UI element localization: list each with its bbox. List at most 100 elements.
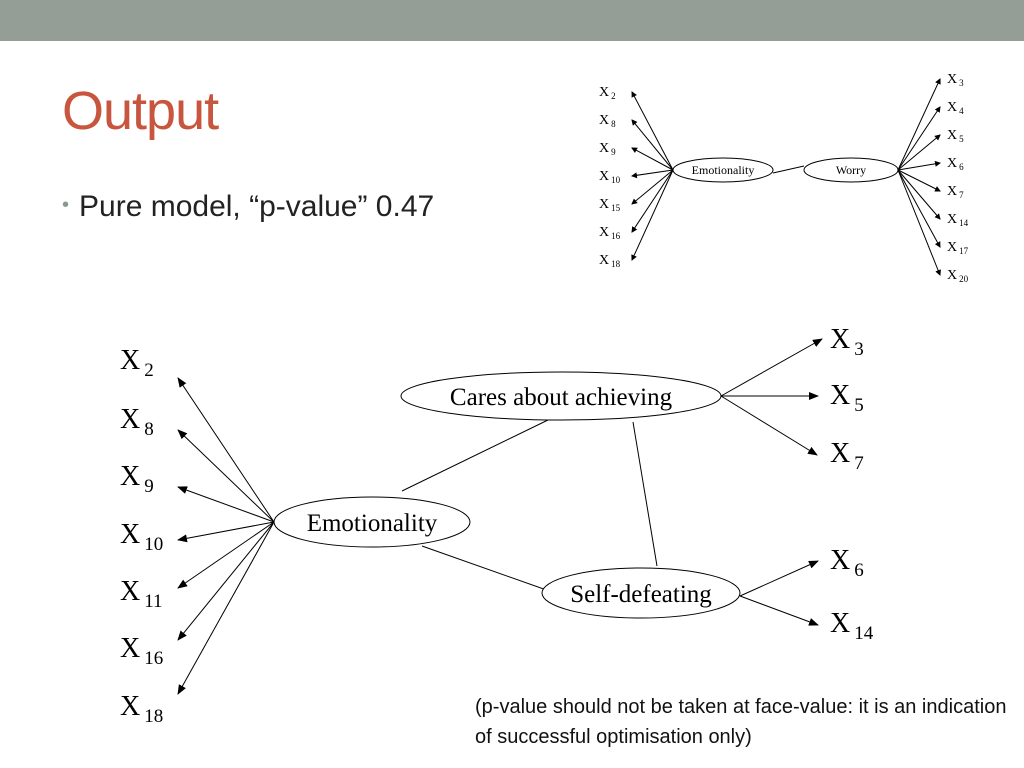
indicator-name: X (120, 691, 140, 722)
latent-label-self: Self-defeating (570, 581, 712, 608)
indicator-name: X (947, 100, 957, 115)
header-band (0, 0, 1024, 41)
indicator-subscript: 5 (854, 395, 864, 416)
bullet-text: Pure model, “p-value” 0.47 (79, 190, 435, 223)
loading-arrow-emo-x18 (177, 521, 275, 695)
indicator-name: X (947, 128, 957, 143)
loading-arrow-emo-x8 (177, 429, 275, 523)
indicator-name: X (120, 519, 140, 550)
loading-arrow-emo-x2 (631, 91, 674, 171)
indicator-subscript: 10 (611, 175, 621, 185)
indicator-name: X (599, 197, 609, 212)
indicator-name: X (599, 113, 609, 128)
indicator-name: X (947, 268, 957, 283)
loading-arrow-worry-x17 (897, 169, 941, 248)
indicator-name: X (599, 253, 609, 268)
loading-arrow-emo-x11 (177, 521, 275, 589)
loading-arrow-cares-x7 (720, 395, 818, 456)
loading-arrow-worry-x7 (897, 169, 941, 192)
bullet-dot-icon: • (62, 194, 70, 216)
indicator-name: X (120, 576, 140, 607)
indicator-subscript: 4 (959, 106, 964, 116)
loading-arrow-worry-x14 (897, 169, 941, 220)
indicator-subscript: 14 (854, 623, 874, 644)
indicator-name: X (947, 156, 957, 171)
latent-label-cares: Cares about achieving (450, 384, 673, 411)
indicator-name: X (120, 633, 140, 664)
indicator-subscript: 6 (854, 560, 864, 581)
loading-arrow-worry-x3 (897, 78, 941, 171)
indicator-subscript: 7 (854, 453, 864, 474)
indicator-subscript: 8 (144, 419, 154, 440)
indicator-name: X (120, 345, 140, 376)
indicator-subscript: 6 (959, 162, 964, 172)
indicator-subscript: 18 (611, 259, 621, 269)
indicator-name: X (947, 72, 957, 87)
latent-label-worry: Worry (836, 163, 866, 177)
loading-arrow-emo-x9 (631, 147, 674, 171)
latent-label-emo: Emotionality (307, 510, 438, 537)
indicator-subscript: 14 (959, 218, 969, 228)
indicator-subscript: 10 (144, 534, 163, 555)
loading-arrow-emo-x16 (631, 169, 674, 233)
indicator-subscript: 16 (611, 231, 621, 241)
indicator-subscript: 9 (611, 147, 616, 157)
latent-edge-emo-self (421, 545, 556, 594)
indicator-name: X (599, 169, 609, 184)
indicator-name: X (947, 240, 957, 255)
indicator-subscript: 5 (959, 134, 964, 144)
footnote: (p-value should not be taken at face-val… (475, 696, 1007, 748)
latent-node-worry (803, 157, 899, 183)
indicator-name: X (830, 608, 850, 639)
indicator-name: X (830, 324, 850, 355)
indicator-subscript: 7 (959, 190, 964, 200)
indicator-subscript: 3 (959, 78, 964, 88)
indicator-subscript: 9 (144, 476, 154, 497)
loading-arrow-worry-x6 (897, 160, 941, 171)
slide-title: Output (62, 81, 219, 141)
indicator-subscript: 2 (144, 360, 154, 381)
loading-arrow-emo-x9 (177, 486, 275, 523)
loading-arrow-worry-x4 (897, 106, 941, 171)
loading-arrow-self-x6 (739, 560, 819, 597)
loading-arrow-worry-x5 (897, 134, 941, 171)
indicator-name: X (830, 438, 850, 469)
loading-arrow-self-x14 (739, 595, 819, 626)
loading-arrow-cares-x3 (720, 338, 823, 397)
indicator-name: X (947, 184, 957, 199)
indicator-subscript: 8 (611, 119, 616, 129)
latent-edge-emo-worry (772, 165, 805, 174)
indicator-subscript: 15 (611, 203, 621, 213)
indicator-subscript: 11 (144, 591, 162, 612)
latent-node-self (541, 567, 741, 619)
loading-arrow-emo-x8 (631, 119, 674, 171)
latent-node-emo (672, 157, 774, 183)
indicator-name: X (599, 85, 609, 100)
